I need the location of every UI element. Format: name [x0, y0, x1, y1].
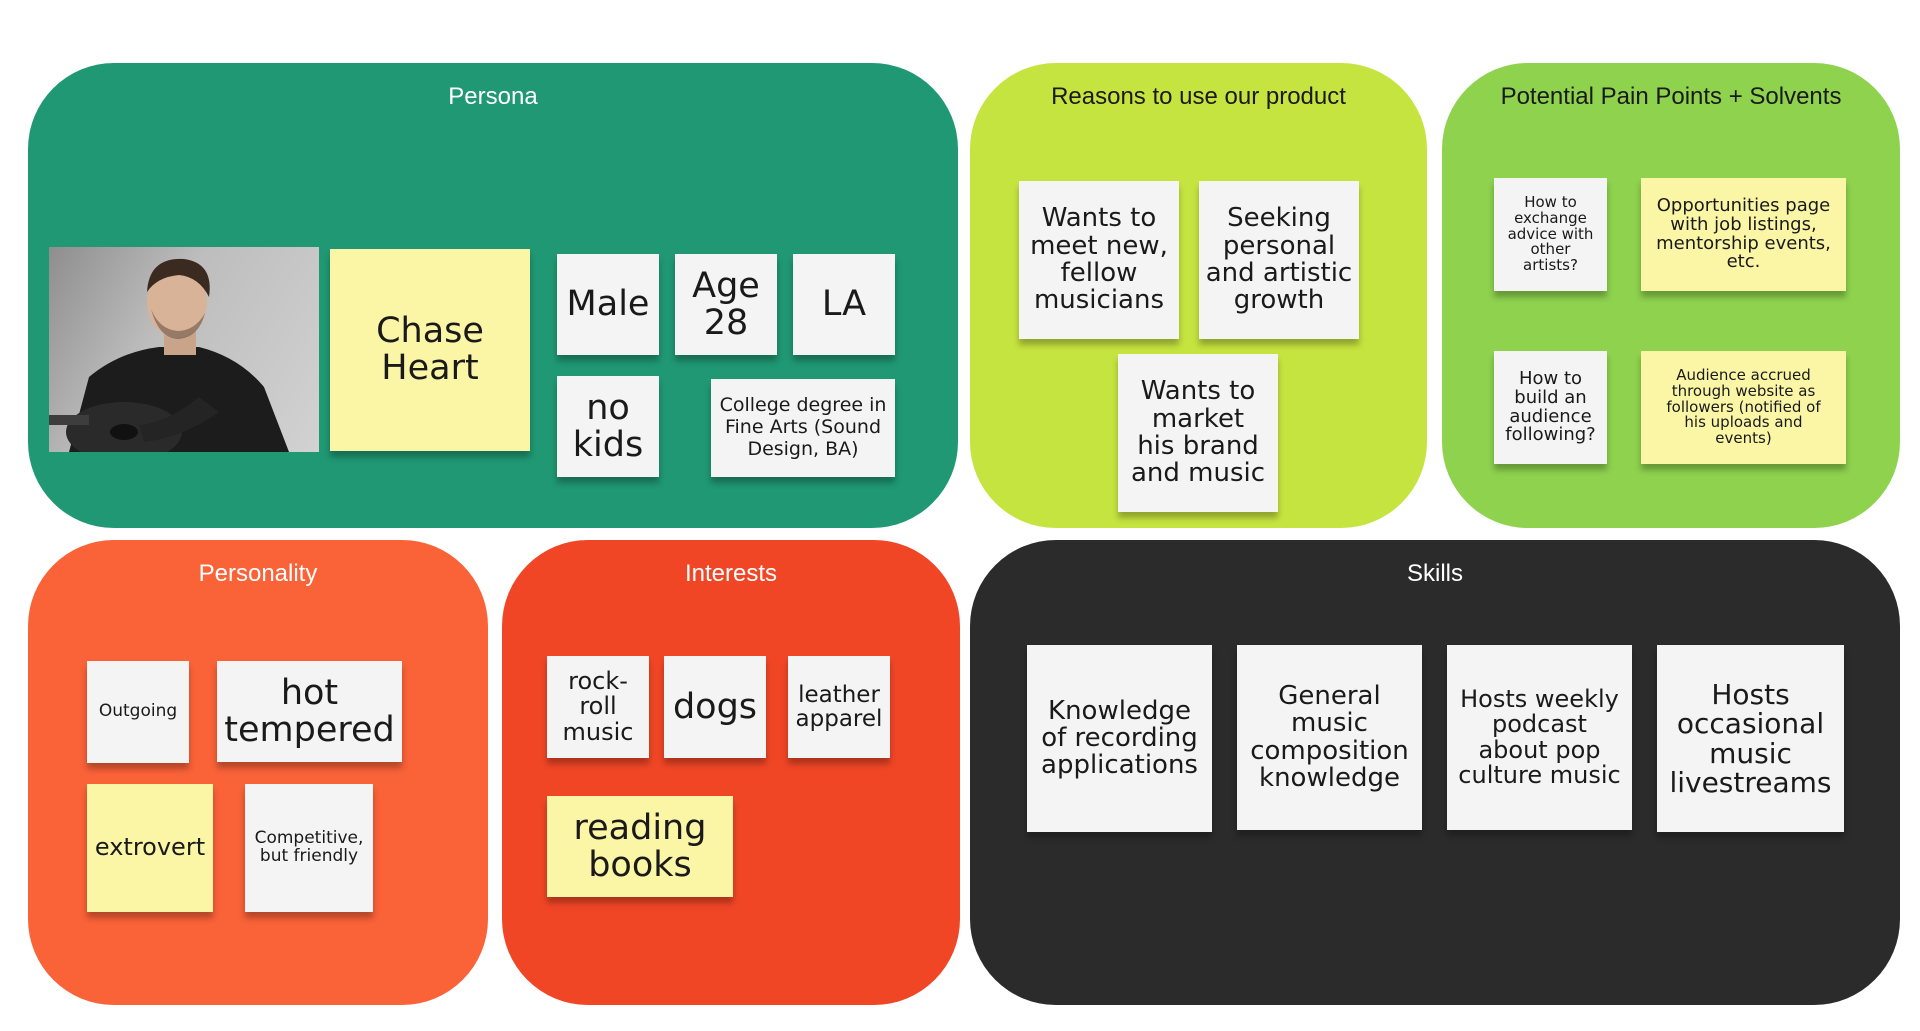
persona-title: Persona [448, 83, 538, 110]
solvent-note-2: Audience accrued through website as foll… [1641, 351, 1846, 464]
personality-note-hot-tempered: hot tempered [217, 661, 402, 762]
personality-note-outgoing: Outgoing [87, 661, 189, 763]
skill-note-livestreams: Hosts occasional music livestreams [1657, 645, 1844, 832]
interest-note-dogs: dogs [664, 656, 766, 758]
persona-age-note: Age 28 [675, 254, 777, 355]
personality-note-competitive: Competitive, but friendly [245, 784, 373, 912]
persona-kids-note: no kids [557, 376, 659, 477]
interests-title: Interests [684, 560, 778, 587]
persona-location-note: LA [793, 254, 895, 355]
persona-photo [49, 247, 319, 452]
interest-note-rock-roll: rock- roll music [547, 656, 649, 758]
man-with-guitar-photo-icon [49, 258, 289, 452]
pain-point-note-1: How to exchange advice with other artist… [1494, 178, 1607, 291]
persona-education-note: College degree in Fine Arts (Sound Desig… [711, 379, 895, 477]
skill-note-recording: Knowledge of recording applications [1027, 645, 1212, 832]
personality-panel: Personality [28, 540, 488, 1005]
skill-note-podcast: Hosts weekly podcast about pop culture m… [1447, 645, 1632, 830]
skills-title: Skills [1406, 560, 1463, 587]
skill-note-composition: General music composition knowledge [1237, 645, 1422, 830]
reason-note-1: Wants to meet new, fellow musicians [1019, 181, 1179, 339]
reason-note-3: Wants to market his brand and music [1118, 354, 1278, 512]
personality-title: Personality [198, 560, 318, 587]
interest-note-leather: leather apparel [788, 656, 890, 758]
persona-name-note: Chase Heart [330, 249, 530, 451]
solvent-note-1: Opportunities page with job listings, me… [1641, 178, 1846, 291]
interests-panel: Interests [502, 540, 960, 1005]
personality-note-extrovert: extrovert [87, 784, 213, 912]
persona-gender-note: Male [557, 254, 659, 355]
reasons-title: Reasons to use our product [1051, 83, 1346, 110]
interest-note-reading: reading books [547, 796, 733, 897]
pain-points-title: Potential Pain Points + Solvents [1500, 83, 1842, 110]
pain-point-note-2: How to build an audience following? [1494, 351, 1607, 464]
reason-note-2: Seeking personal and artistic growth [1199, 181, 1359, 339]
